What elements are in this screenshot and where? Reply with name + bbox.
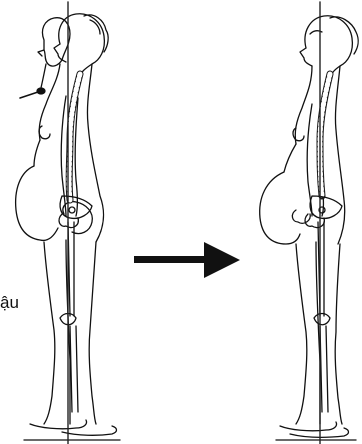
caption-fragment: ậu: [0, 293, 19, 312]
